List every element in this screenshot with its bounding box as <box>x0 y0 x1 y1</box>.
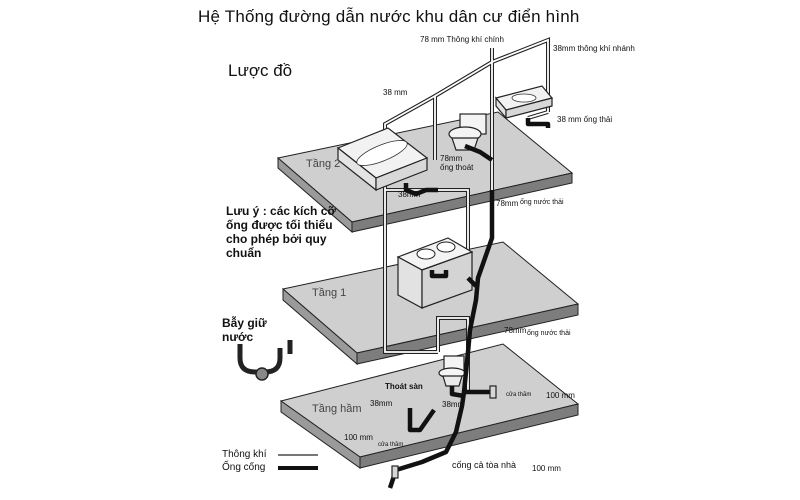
size-100-right-label: 100 mm <box>546 391 575 400</box>
cleanout-left-label: cửa thăm <box>378 442 404 448</box>
drain-waste-pipes <box>387 118 551 489</box>
legend-vent-label: Thông khí <box>222 449 267 460</box>
legend-sewer-label: Ống cống <box>222 462 266 473</box>
size-100-bottom-label: 100 mm <box>532 464 561 473</box>
sink-level-2 <box>494 85 554 120</box>
floor-slab-basement <box>279 343 580 469</box>
size-38-basement-left-label: 38mm <box>370 399 393 408</box>
vent-38-label: 38 mm <box>383 88 408 97</box>
floor-label-basement: Tầng hầm <box>312 403 362 415</box>
size-38-basement-mid-label: 38mm <box>442 400 465 409</box>
main-vent-label: 78 mm Thông khí chính <box>420 35 504 44</box>
floor-drain-label: Thoát sàn <box>385 382 423 391</box>
drain-78-label: 78mm <box>440 154 463 163</box>
waste-78-floor2-label-line-2: ống nước thải <box>520 199 564 206</box>
waste-78-floor2-label: 78mm <box>496 199 519 208</box>
waste-38-label: 38 mm ống thải <box>557 115 613 124</box>
diagram-title: Hệ Thống đường dẫn nước khu dân cư điển … <box>198 7 580 26</box>
floor-label-level-2: Tầng 2 <box>306 158 341 170</box>
toilet-level-2 <box>448 113 487 151</box>
trap-label: Bẫy giữ nước <box>222 316 267 344</box>
sizing-note: Lưu ý : các kích cỡ ống được tối thiểu c… <box>226 204 336 260</box>
building-sewer-label: cống cả tòa nhà <box>452 460 517 470</box>
cleanout-caps <box>391 385 497 479</box>
waste-78-floor1-label-line-2: ống nước thải <box>527 330 571 337</box>
trap-cleanout-plug <box>255 367 269 381</box>
diagram-subtitle: Lược đồ <box>228 61 293 80</box>
size-38-floor2-label: 38mm <box>398 190 421 199</box>
vent-pipes <box>383 37 550 392</box>
branch-vent-label: 38mm thông khí nhánh <box>553 44 635 53</box>
p-trap-illustration <box>237 340 293 375</box>
bathtub-level-2 <box>336 127 429 192</box>
floor-label-level-1: Tầng 1 <box>312 287 347 299</box>
drain-78-label-line-2: ống thoát <box>440 163 474 172</box>
size-100-left-label: 100 mm <box>344 433 373 442</box>
cleanout-right-label: cửa thăm <box>506 392 532 398</box>
laundry-tub-level-1 <box>396 237 474 310</box>
waste-78-floor1-label: 78mm <box>504 326 527 335</box>
